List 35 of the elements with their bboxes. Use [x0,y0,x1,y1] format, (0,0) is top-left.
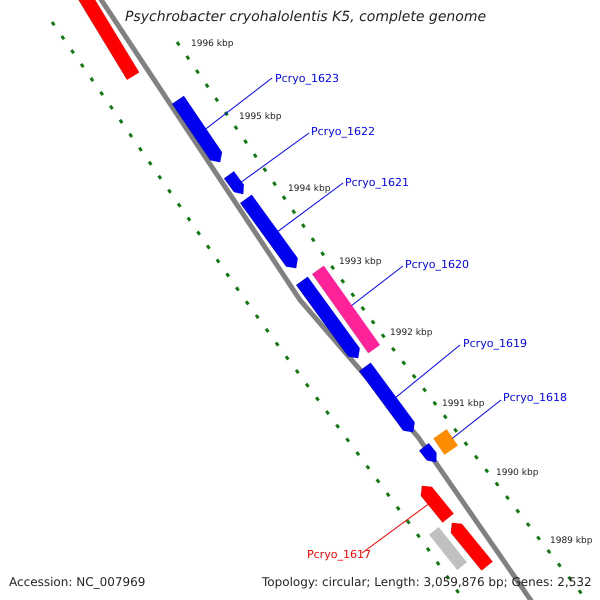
gene-bar [420,486,454,523]
leader-line [452,400,502,439]
tick-label: 1992 kbp [390,329,432,338]
gene-bar [296,276,360,358]
tick-label: 1990 kbp [496,469,538,478]
gene-label: Pcryo_1617 [307,549,371,560]
gene-label: Pcryo_1621 [345,177,409,188]
tick-label: 1994 kbp [288,185,330,194]
gene-bar [240,194,298,268]
tick-label: 1993 kbp [339,258,382,267]
gene-bar [433,429,458,455]
gene-label: Pcryo_1618 [503,392,567,403]
leader-line [362,504,429,554]
gene-bar [450,522,493,571]
gene-bar [359,362,415,432]
accession-text: Accession: NC_007969 [9,576,146,588]
gene-label: Pcryo_1619 [463,338,527,349]
gene-label: Pcryo_1623 [275,73,339,84]
leader-line [350,266,404,306]
gene-bar [429,527,467,570]
tick-label: 1989 kbp [550,537,592,546]
leader-line [240,132,310,182]
title: Psychrobacter cryohalolentis K5, complete genome [125,10,486,24]
tick-label: 1991 kbp [442,400,484,409]
leader-line [395,344,460,398]
gene-label: Pcryo_1620 [405,259,469,270]
leader-line [205,78,272,130]
gene-label: Pcryo_1622 [311,126,375,137]
gene-bar [224,171,244,194]
gene-bar [172,96,222,162]
gene-bar [312,266,380,354]
gene-bar [419,443,437,462]
tick-label: 1996 kbp [191,40,234,49]
leader-line [278,182,344,232]
tick-label: 1995 kbp [239,113,282,122]
